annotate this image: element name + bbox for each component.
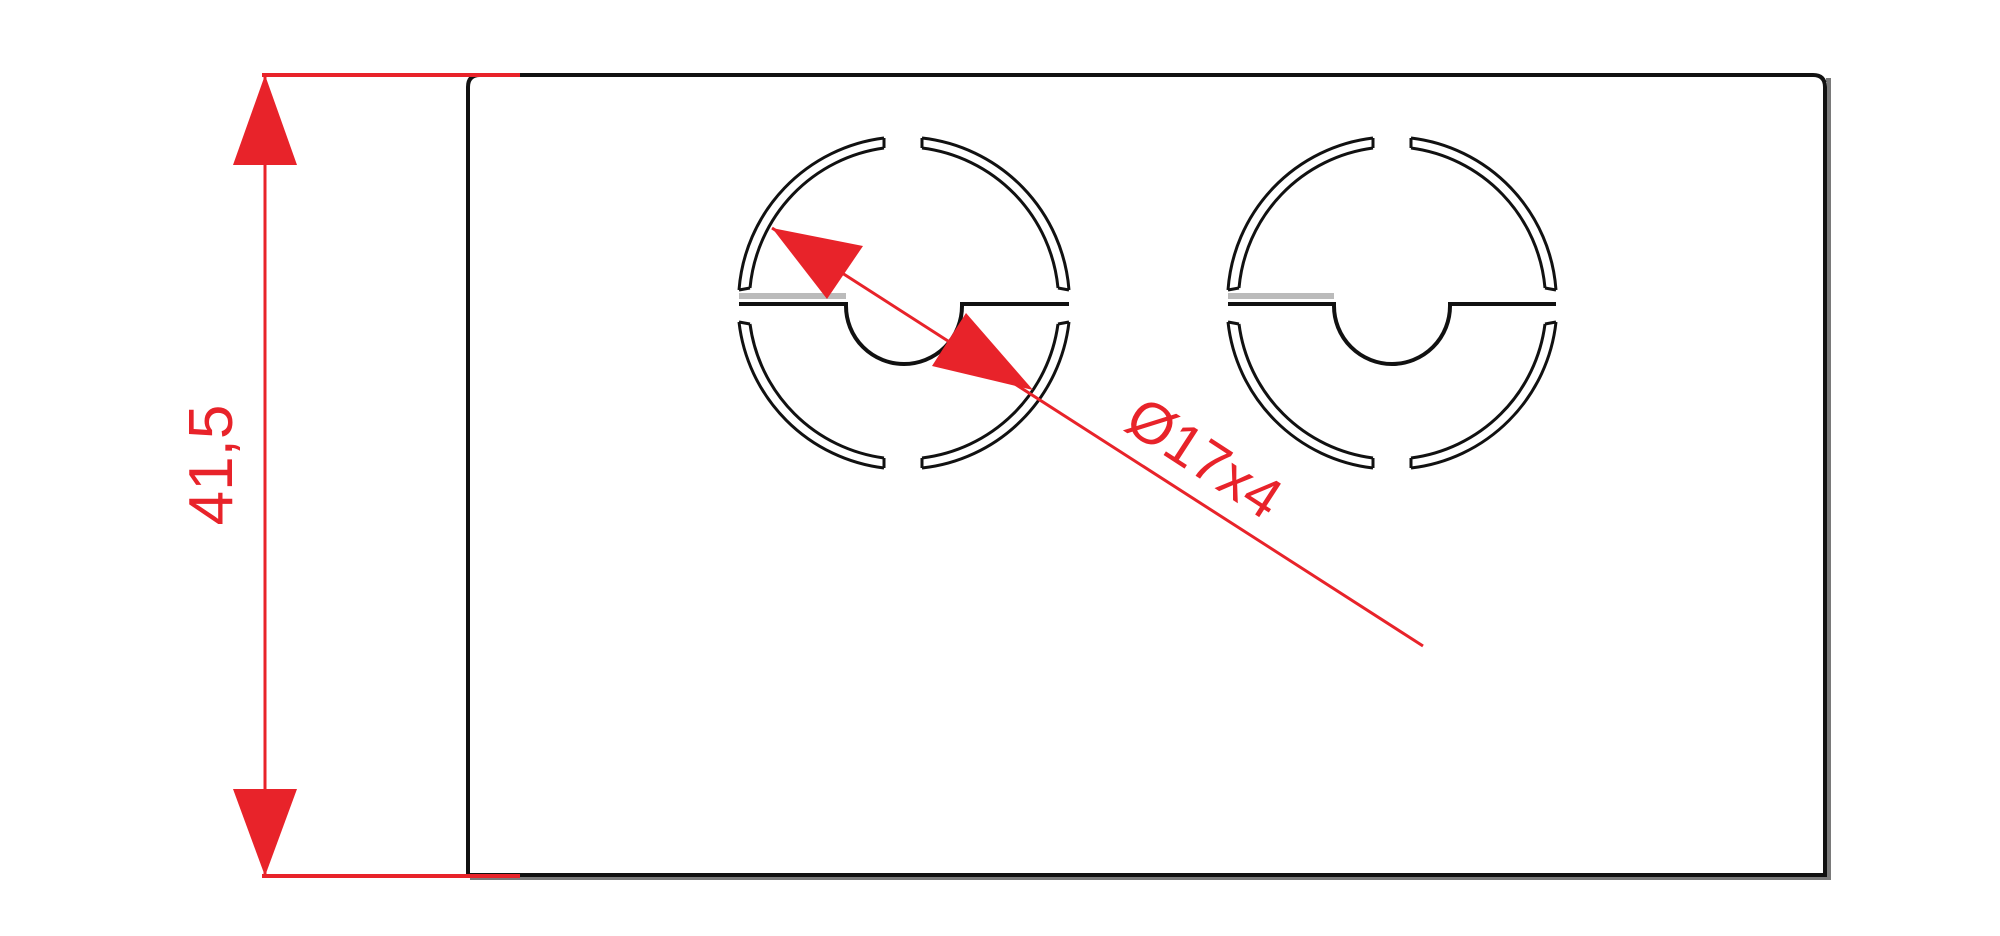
hole-right [1226,136,1558,470]
plate-outline [466,73,1831,880]
height-dimension: 41,5 [177,73,520,878]
diameter-label: Ø17x4 [1115,384,1294,532]
diameter-line [771,226,1424,648]
arrow-downright-icon [932,313,1033,390]
arrow-upleft-icon [772,228,863,299]
hole-left [737,136,1071,470]
height-label: 41,5 [177,405,246,526]
arrow-up-icon [233,75,297,165]
diameter-dimension: Ø17x4 [771,226,1424,648]
plate-shadow [470,78,1831,880]
arrow-down-icon [233,789,297,876]
plate-border [466,73,1827,877]
